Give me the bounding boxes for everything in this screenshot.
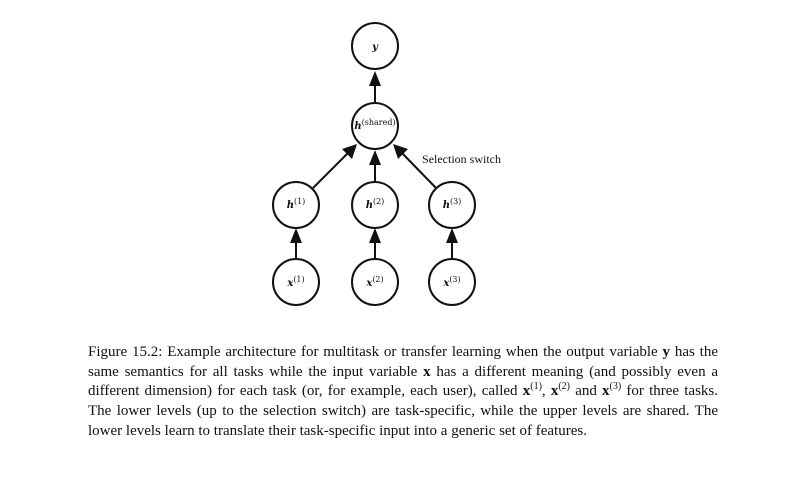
svg-text:h(2): h(2) [366,197,385,211]
node-x1-label: x [286,278,294,289]
node-h1-sup: (1) [294,197,305,206]
edge-x2-to-h2 [369,228,381,259]
edge-x1-to-h1 [290,228,302,259]
caption-text-4: for three tasks. The lower levels (up to… [88,383,718,439]
node-x3: x(3) [428,258,476,306]
edge-h1-to-h-shared [312,144,357,189]
node-h-shared: h(shared) [351,102,399,150]
architecture-diagram: y h(shared) h(1) h(2) h(3) x(1) x(2) [272,22,501,306]
svg-text:x(1): x(1) [286,275,304,289]
edge-h3-to-h-shared [393,144,437,189]
node-h3-sup: (3) [450,197,461,206]
caption-x1-base: x [522,383,531,400]
node-h-shared-sup: (shared) [362,118,396,127]
caption-text-2: has the same semantics for all tasks whi… [88,344,718,380]
node-h3-label: h [443,200,450,211]
node-y: y [351,22,399,70]
edge-h-shared-to-y [369,71,381,104]
node-h3: h(3) [428,181,476,229]
node-x2-label: x [365,278,373,289]
svg-text:x(2): x(2) [365,275,383,289]
edges [290,71,458,259]
node-x3-label: x [442,278,450,289]
caption-x2-sup: (2) [558,381,571,393]
node-h1-label: h [287,200,294,211]
caption-x3-base: x [602,383,610,400]
node-h-shared-label: h [354,121,361,132]
figure-label: Figure 15.2: [88,344,163,360]
svg-text:x(3): x(3) [442,275,460,289]
node-h2-sup: (2) [373,197,384,206]
caption-x1-sup: (1) [530,381,542,393]
node-h2-label: h [366,200,373,211]
caption-text-3: has a different meaning (and possibly ev… [88,363,718,400]
node-h2: h(2) [351,181,399,229]
caption-var-x: x [423,363,431,380]
caption-x3-sup: (3) [609,381,622,393]
edge-h2-to-h-shared [369,150,381,182]
selection-switch-label: Selection switch [422,152,501,166]
node-y-label: y [371,42,379,53]
caption-var-y: y [662,344,671,360]
node-x3-sup: (3) [449,275,460,284]
svg-text:h(shared): h(shared) [354,118,395,132]
svg-text:h(3): h(3) [443,197,462,211]
edge-x3-to-h3 [446,228,458,259]
node-x2-sup: (2) [372,275,383,284]
node-x1-sup: (1) [293,275,304,284]
svg-text:h(1): h(1) [287,197,306,211]
figure-caption: Figure 15.2: Example architecture for mu… [88,343,718,442]
caption-sep-1: , [541,383,551,400]
caption-x2-base: x [550,383,559,400]
caption-text-1: Example architecture for multitask or tr… [162,344,663,360]
caption-sep-2: and [570,383,603,400]
node-x2: x(2) [351,258,399,306]
node-h1: h(1) [272,181,320,229]
node-x1: x(1) [272,258,320,306]
